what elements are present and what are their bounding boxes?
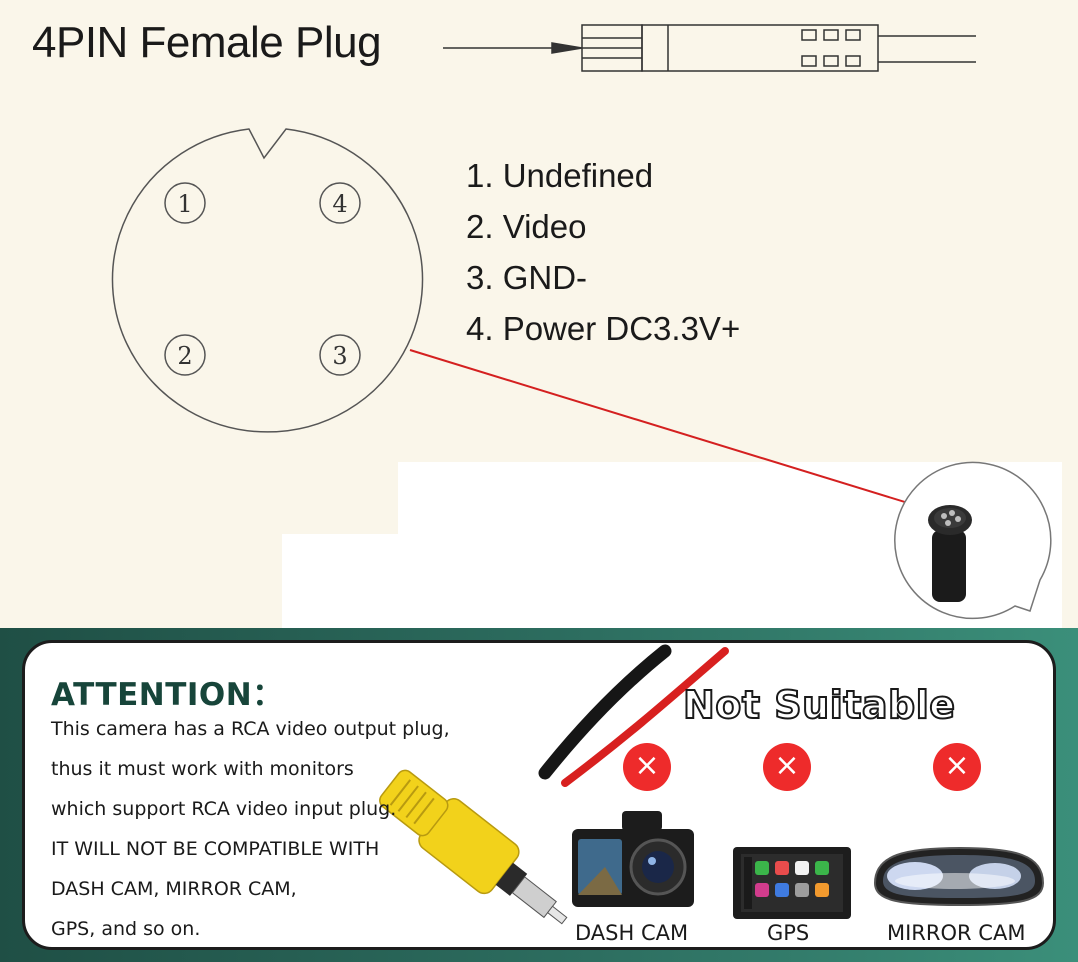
pin-4: 4 xyxy=(319,182,361,224)
photo-backdrop-lower xyxy=(282,534,402,628)
pin-legend-item: 1. Undefined xyxy=(466,157,654,194)
attention-section: ATTENTION： This camera has a RCA video o… xyxy=(0,628,1078,962)
device-label-dash-cam: DASH CAM xyxy=(575,921,689,945)
plug-photo-callout xyxy=(894,461,1052,620)
pin-legend-item: 4. Power DC3.3V+ xyxy=(466,310,741,347)
pinout-section: 1 4 2 3 4PIN Female Plug 1. U xyxy=(32,18,1062,628)
not-suitable-title: Not Suitable xyxy=(682,682,956,728)
connector-schematic xyxy=(443,24,976,72)
callout-line xyxy=(409,349,945,515)
attention-title: ATTENTION： xyxy=(51,677,284,713)
attention-line: thus it must work with monitors xyxy=(51,758,354,780)
x-icon: × xyxy=(763,743,811,791)
pin-1: 1 xyxy=(164,182,206,224)
pin-legend: 1. Undefined 2. Video 3. GND- 4. Power D… xyxy=(466,150,740,354)
rca-plug-icon xyxy=(379,769,568,925)
attention-line: which support RCA video input plug. xyxy=(51,798,397,820)
pin-legend-item: 2. Video xyxy=(466,208,587,245)
attention-line: This camera has a RCA video output plug, xyxy=(51,718,450,740)
page-title: 4PIN Female Plug xyxy=(32,18,382,67)
device-label-gps: GPS xyxy=(767,921,810,945)
pin-number: 3 xyxy=(332,342,347,370)
pin-number: 2 xyxy=(177,342,192,370)
attention-line: DASH CAM, MIRROR CAM, xyxy=(51,878,297,900)
attention-panel: ATTENTION： This camera has a RCA video o… xyxy=(22,640,1056,950)
attention-line: GPS, and so on. xyxy=(51,918,201,940)
attention-line: IT WILL NOT BE COMPATIBLE WITH xyxy=(51,838,380,860)
pin-3: 3 xyxy=(319,334,361,376)
pin-2: 2 xyxy=(164,334,206,376)
device-label-mirror-cam: MIRROR CAM xyxy=(887,921,1026,945)
pin-number: 1 xyxy=(177,190,192,218)
rca-cable-illustration xyxy=(379,644,729,925)
plug-photo-icon xyxy=(932,530,966,602)
pinout-diagram: 1 4 2 3 xyxy=(111,24,1052,620)
attention-text: This camera has a RCA video output plug,… xyxy=(51,709,450,949)
x-icon: × xyxy=(933,743,981,791)
x-icon: × xyxy=(623,743,671,791)
pin-legend-item: 3. GND- xyxy=(466,259,588,296)
plug-outline-icon xyxy=(111,128,424,433)
pin-number: 4 xyxy=(332,190,347,218)
